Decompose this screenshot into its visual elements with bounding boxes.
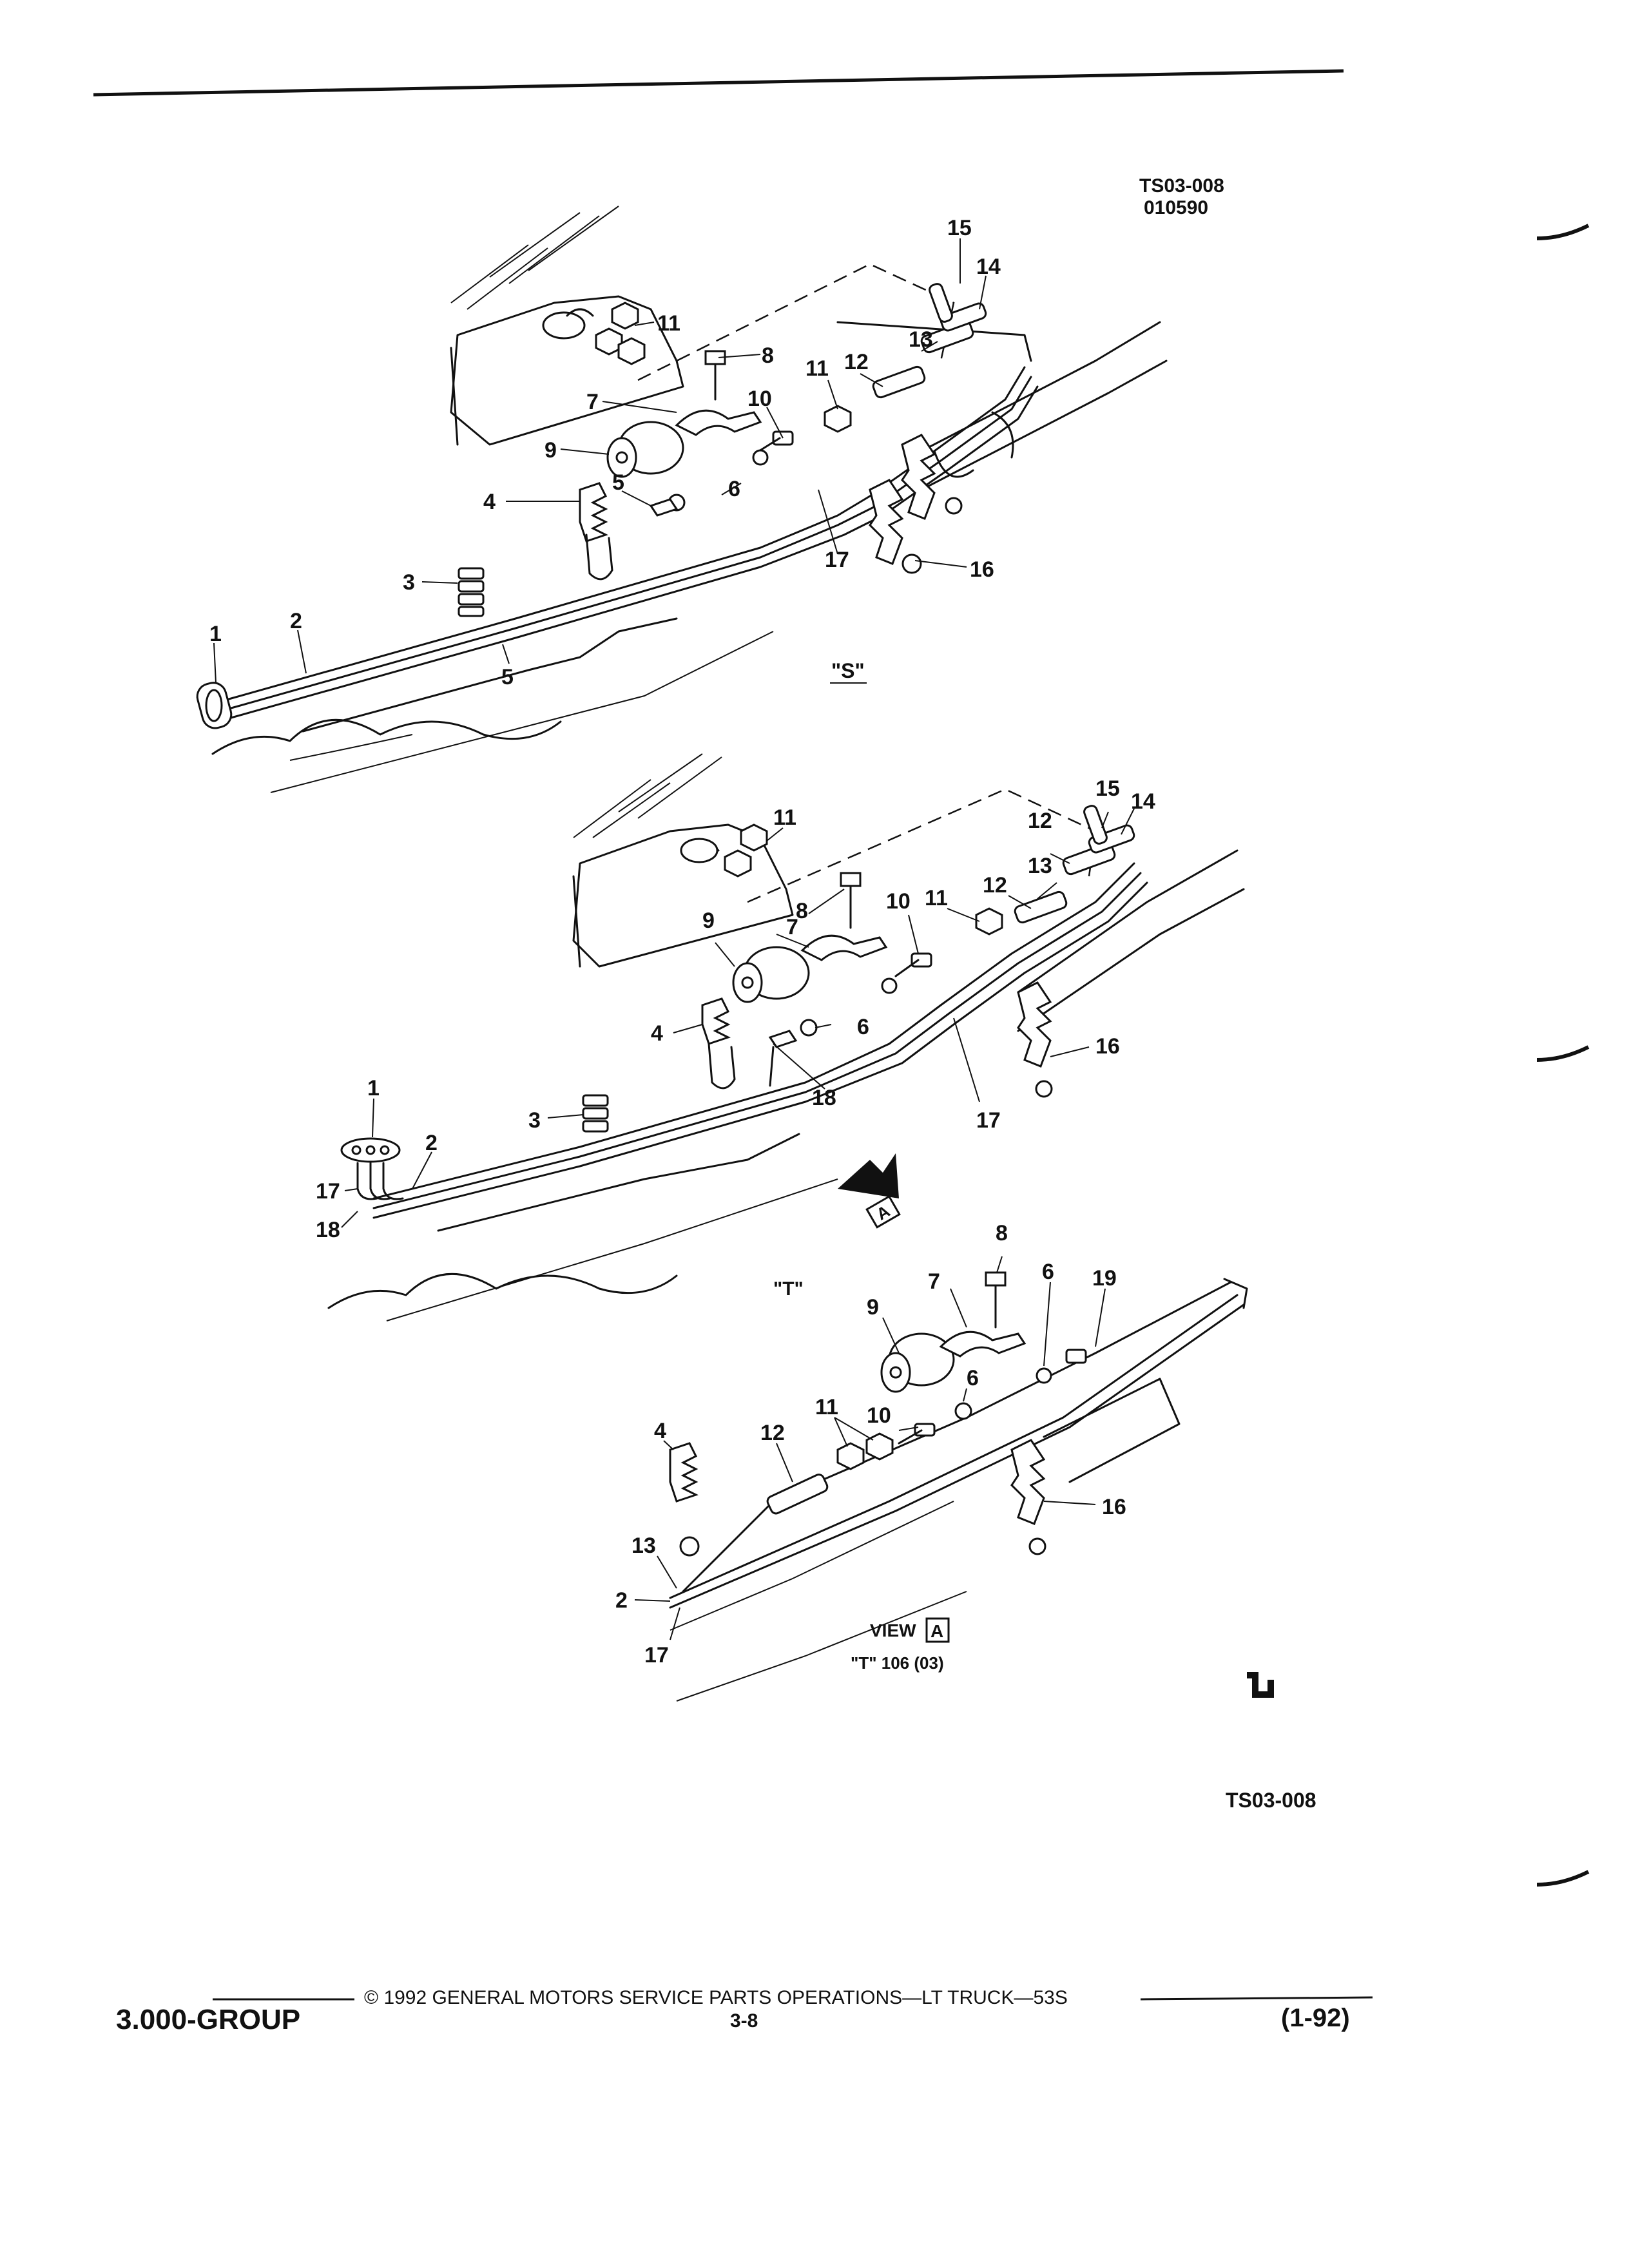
- footer-group: 3.000-GROUP: [116, 2004, 301, 2035]
- callout-t-7: 7: [786, 915, 798, 939]
- callout-t-9: 9: [702, 908, 715, 933]
- callout-t-3: 3: [528, 1108, 541, 1133]
- footer-revision: (1-92): [1281, 2004, 1350, 2032]
- callout-t-2: 2: [425, 1131, 438, 1155]
- callout-a-6b: 6: [967, 1366, 979, 1390]
- footer-copyright: © 1992 GENERAL MOTORS SERVICE PARTS OPER…: [364, 1987, 1068, 2008]
- callout-s-7: 7: [586, 390, 599, 414]
- callout-a-13: 13: [631, 1533, 656, 1558]
- callout-a-17: 17: [644, 1643, 669, 1667]
- callout-t-8: 8: [796, 899, 808, 923]
- callout-t-15: 15: [1095, 776, 1120, 801]
- view-a-caption: "T" 106 (03): [851, 1653, 944, 1673]
- callout-t-16: 16: [1095, 1034, 1120, 1059]
- callout-s-15: 15: [947, 216, 972, 240]
- callout-s-11a: 11: [657, 311, 680, 336]
- callout-t-17a: 17: [976, 1108, 1001, 1133]
- callout-s-2: 2: [290, 609, 302, 633]
- callout-s-17: 17: [825, 548, 849, 572]
- view-a-arrow: [838, 1153, 899, 1198]
- callout-a-19: 19: [1092, 1266, 1117, 1291]
- callout-s-13: 13: [909, 327, 933, 352]
- callout-s-12: 12: [844, 350, 869, 374]
- ref-code: TS03-008: [1139, 175, 1224, 197]
- callout-s-16: 16: [970, 557, 994, 582]
- view-a-box-letter: A: [930, 1621, 943, 1641]
- callout-s-3: 3: [403, 570, 415, 595]
- callout-s-5a: 5: [612, 470, 624, 495]
- view-s-label: "S": [831, 659, 865, 682]
- callout-t-4: 4: [651, 1021, 663, 1046]
- callout-a-4: 4: [654, 1419, 666, 1443]
- callout-a-11: 11: [815, 1395, 838, 1419]
- callout-t-1: 1: [367, 1076, 380, 1100]
- callout-s-1: 1: [209, 622, 222, 646]
- callout-s-10: 10: [747, 387, 772, 411]
- callout-a-12: 12: [760, 1421, 785, 1445]
- callout-t-6: 6: [857, 1015, 869, 1039]
- footer-page: 3-8: [730, 2010, 758, 2032]
- callout-t-13: 13: [1028, 854, 1052, 878]
- view-t-drawing: A 1 2 3 4: [316, 753, 1245, 1321]
- callout-a-6a: 6: [1042, 1260, 1054, 1284]
- callout-a-9: 9: [867, 1295, 879, 1320]
- callout-s-14: 14: [976, 255, 1001, 279]
- callout-s-6: 6: [728, 477, 740, 501]
- view-t-label: "T": [773, 1278, 804, 1300]
- callout-s-5b: 5: [501, 665, 514, 689]
- callout-s-9: 9: [545, 438, 557, 463]
- callout-s-8: 8: [762, 343, 774, 368]
- callout-t-17b: 17: [316, 1179, 340, 1204]
- callout-t-11a: 11: [773, 805, 796, 830]
- view-a-word: VIEW: [870, 1620, 916, 1640]
- callout-a-16: 16: [1102, 1495, 1126, 1519]
- callout-t-12b: 12: [1028, 809, 1052, 833]
- callout-a-10: 10: [867, 1403, 891, 1428]
- view-s-drawing: 1 2 3 4 5 5 6 7 8 9 10 11 11 12 13 14 15…: [196, 206, 1168, 793]
- callout-s-11b: 11: [805, 356, 829, 381]
- figure-id: TS03-008: [1226, 1789, 1316, 1812]
- callout-a-2: 2: [615, 1588, 628, 1613]
- callout-a-7: 7: [928, 1269, 940, 1294]
- header-rule: [93, 69, 1344, 97]
- callout-t-12a: 12: [983, 873, 1007, 898]
- view-a-drawing: 2 4 6 6 7 8 9 10 11 12 13 16 17 19 VIEW …: [615, 1221, 1248, 1702]
- callout-a-8: 8: [996, 1221, 1008, 1245]
- gm-spo-logo: [1247, 1672, 1274, 1698]
- callout-t-18b: 18: [316, 1218, 340, 1242]
- callout-t-11b: 11: [925, 886, 948, 910]
- ref-date: 010590: [1144, 197, 1208, 218]
- callout-t-10: 10: [886, 889, 911, 914]
- callout-t-14: 14: [1131, 789, 1155, 814]
- view-a-box: [925, 1617, 950, 1643]
- callout-s-4: 4: [483, 490, 496, 514]
- callout-t-18a: 18: [812, 1086, 836, 1110]
